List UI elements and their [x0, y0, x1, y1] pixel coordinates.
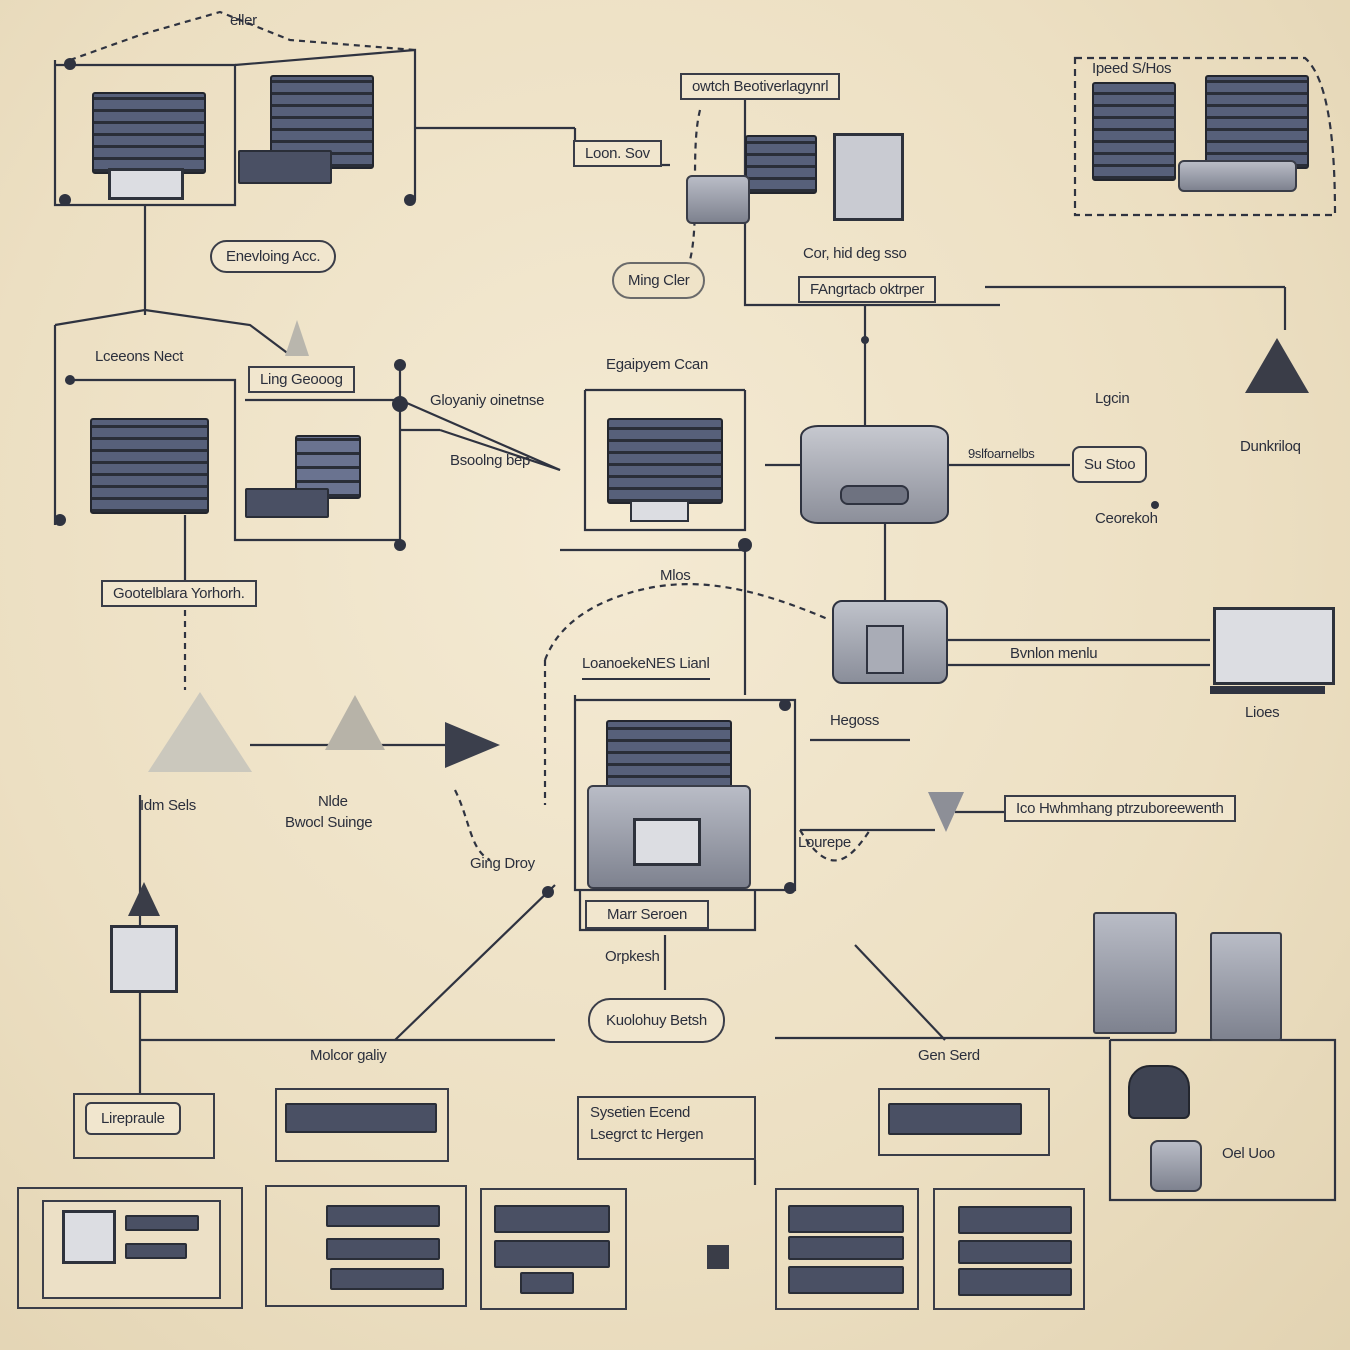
storage-unit-icon [1178, 160, 1297, 192]
control-panel-icon [633, 818, 701, 866]
panel-system-expend [577, 1096, 756, 1160]
label-sub-stop: Su Stoo [1072, 446, 1148, 483]
label-fingerprint: FAngrtacb oktrper [798, 276, 937, 303]
switch-panel-icon [888, 1103, 1022, 1135]
label-blank: Mlos [660, 567, 691, 584]
rack-unit-icon [326, 1238, 440, 1260]
label-load-server: Loon. Sov [573, 140, 662, 167]
monitor-icon [833, 133, 904, 221]
label-learning: LoanoekeNES Lianl [582, 655, 710, 680]
monitor-icon [1213, 607, 1335, 685]
label-system-expend: Sysetien Ecend [590, 1104, 691, 1121]
switch-panel-frame [878, 1088, 1050, 1156]
server-unit-icon [238, 150, 332, 184]
server-unit-icon [245, 488, 329, 518]
drive-door-icon [866, 625, 904, 674]
label-board-surge: Bwocl Suinge [285, 814, 373, 831]
equipment-bay-5 [933, 1188, 1085, 1310]
label-gen-serial: Gen Serd [918, 1047, 980, 1064]
pyramid-icon [285, 320, 309, 356]
server-rack-icon [1092, 82, 1176, 181]
monitor-rack-icon [607, 418, 723, 504]
router-icon [686, 175, 750, 224]
rack-unit-icon [958, 1268, 1072, 1296]
switch-panel-frame [275, 1088, 449, 1162]
cabinet-icon [1210, 932, 1282, 1041]
label-segment-helper: Lsegrct tc Hergen [590, 1126, 704, 1143]
label-ling: Ling Geooog [248, 366, 355, 393]
label-node: Nlde [318, 793, 348, 810]
label-cond-dog: Cor, hid deg sso [803, 245, 907, 262]
storage-cylinder-icon [800, 425, 949, 524]
label-herges: Hegoss [830, 712, 880, 729]
rack-unit-icon [958, 1206, 1072, 1234]
label-buildon: Bvnlon menlu [1010, 645, 1098, 662]
rack-unit-icon [494, 1240, 610, 1268]
label-serial: 9slfoarnelbs [968, 446, 1035, 461]
rack-unit-icon [520, 1272, 574, 1294]
pyramid-icon [325, 695, 385, 750]
label-logan: Lgcin [1095, 390, 1130, 407]
rack-unit-icon [330, 1268, 444, 1290]
rack-unit-icon [788, 1266, 904, 1294]
monitor-stand-icon [630, 500, 689, 522]
switch-panel-icon [285, 1103, 437, 1133]
server-rack-icon [606, 720, 732, 792]
label-dashboard: Dunkriloq [1240, 438, 1301, 455]
label-gen-uos: Oel Uoo [1222, 1145, 1275, 1162]
label-lessons: Lceeons Nect [95, 348, 184, 365]
workstation-icon [1150, 1140, 1202, 1192]
display-icon [62, 1210, 116, 1264]
label-ling-droy: Ging Droy [470, 855, 535, 872]
label-line-prole: Lirepraule [85, 1102, 181, 1135]
funnel-icon [928, 792, 964, 832]
pyramid-icon [148, 692, 252, 772]
arrow-head-icon [445, 722, 500, 768]
label-gooleb: Gootelblara Yorhorh. [101, 580, 257, 607]
server-rack-icon [92, 92, 206, 174]
panel-line-prole [73, 1093, 215, 1159]
connector-plug-icon [707, 1245, 729, 1269]
equipment-bay-4 [775, 1188, 919, 1310]
server-rack-icon [90, 418, 209, 514]
camera-icon [1128, 1065, 1190, 1119]
rack-unit-icon [788, 1205, 904, 1233]
monitor-base-icon [1210, 686, 1325, 694]
equipment-bay-3 [480, 1188, 627, 1310]
switch-rack-icon [745, 135, 817, 194]
rack-unit-icon [958, 1240, 1072, 1264]
rack-unit-icon [326, 1205, 440, 1227]
label-cloud-routing: Gloyaniy oinetnse [430, 392, 545, 409]
label-network-batch: Kuolohuy Betsh [588, 998, 725, 1043]
label-lines: Lioes [1245, 704, 1280, 721]
label-tag-header: Ico Hwhmhang ptrzuboreewenth [1004, 795, 1236, 822]
label-scoring: Bsoolng bep [450, 452, 531, 469]
monitor-icon [108, 168, 184, 200]
pyramid-icon [1245, 338, 1309, 393]
label-dim-sets: Idm Sels [140, 797, 196, 814]
equipment-bay-2 [265, 1185, 467, 1307]
label-switch: owtch Beotiverlagynrl [680, 73, 841, 100]
label-crystal: Orpkesh [605, 948, 660, 965]
control-bar-icon [125, 1215, 199, 1231]
label-loureps: Lourepe [798, 834, 851, 851]
label-main-system: Marr Seroen [585, 900, 710, 929]
rack-unit-icon [494, 1205, 610, 1233]
cabinet-icon [1093, 912, 1177, 1034]
label-top: eller [230, 12, 257, 29]
cloud-ming: Ming Cler [612, 262, 706, 299]
server-rack-icon [1205, 75, 1309, 169]
equipment-bay-1 [17, 1187, 243, 1309]
label-motor-gaining: Molcor galiy [310, 1047, 387, 1064]
label-envelope: Enevloing Acc. [210, 240, 337, 273]
control-bar-icon [125, 1243, 187, 1259]
label-egaipm: Egaipyem Ccan [606, 356, 708, 373]
label-georedi: Ceorekoh [1095, 510, 1158, 527]
drive-slot-icon [840, 485, 909, 505]
beacon-icon [128, 882, 160, 916]
rack-unit-icon [788, 1236, 904, 1260]
terminal-icon [110, 925, 178, 993]
label-speed-shop: Ipeed S/Hos [1092, 60, 1172, 77]
